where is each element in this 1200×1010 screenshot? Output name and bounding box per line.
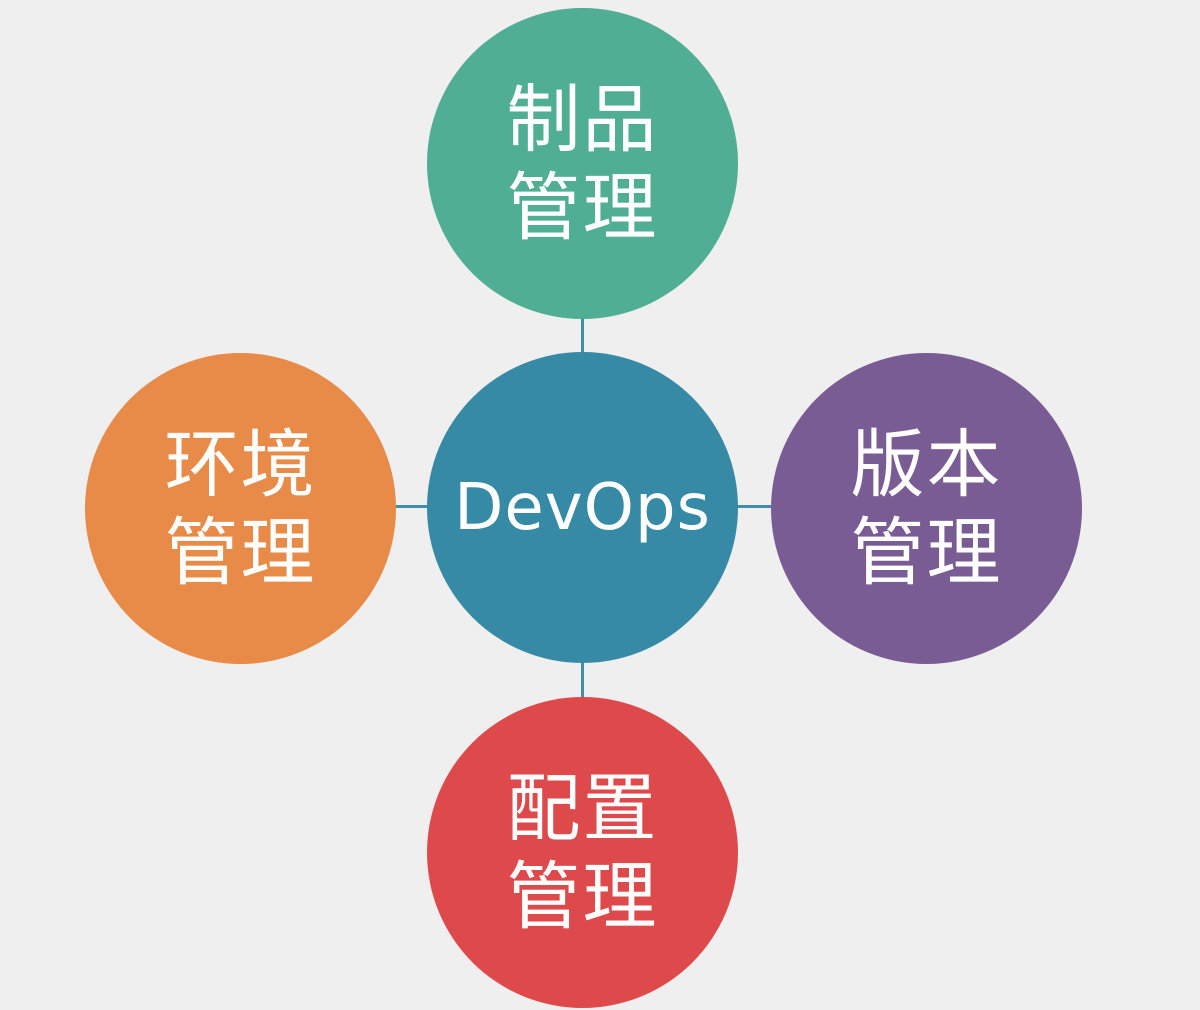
node-artifact-management-line2: 管理 [506, 164, 659, 251]
connector-top [581, 316, 584, 372]
node-version-management-line2: 管理 [850, 509, 1003, 596]
node-version-management-line1: 版本 [850, 421, 1003, 508]
node-configuration-management-line2: 管理 [506, 853, 659, 940]
node-version-management: 版本 管理 [771, 353, 1082, 664]
connector-right [734, 505, 774, 508]
node-configuration-management: 配置 管理 [427, 697, 738, 1008]
node-configuration-management-line1: 配置 [506, 765, 659, 852]
node-artifact-management: 制品 管理 [427, 8, 738, 319]
node-environment-management-line1: 环境 [164, 421, 317, 508]
node-environment-management: 环境 管理 [85, 353, 396, 664]
node-artifact-management-line1: 制品 [506, 76, 659, 163]
center-label: DevOps [454, 470, 711, 545]
node-environment-management-line2: 管理 [164, 509, 317, 596]
node-devops-center: DevOps [427, 352, 738, 663]
connector-left [393, 505, 433, 508]
connector-bottom [581, 658, 584, 700]
